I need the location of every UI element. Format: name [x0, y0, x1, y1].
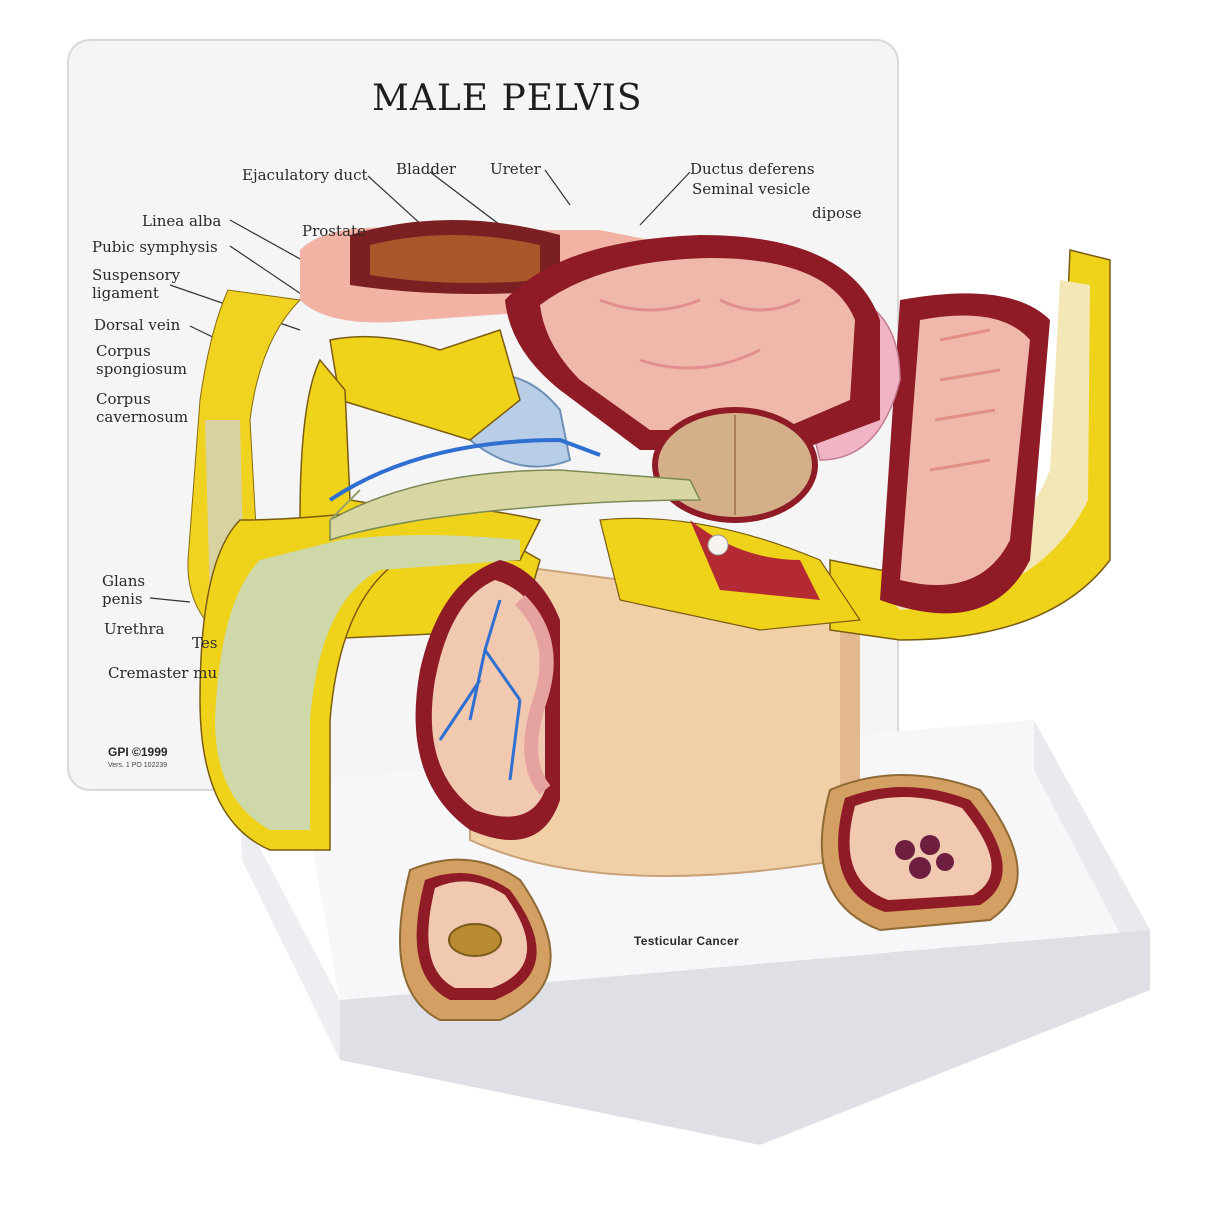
label-suspensory-line2: ligament — [92, 284, 159, 302]
label-glans-line2: penis — [102, 590, 143, 608]
label-cremaster-partial: Cremaster mu — [108, 664, 218, 682]
label-corpus-cavernosum-line2: cavernosum — [96, 408, 189, 426]
base-left-side — [240, 810, 340, 1060]
pelvis-model — [199, 235, 1111, 877]
label-ureter: Ureter — [490, 160, 541, 178]
card-title: MALE PELVIS — [372, 78, 643, 119]
label-prostate: Prostate — [302, 222, 366, 240]
label-corpus-cavernosum-line1: Corpus — [96, 390, 151, 408]
label-corpus-spongiosum-line2: spongiosum — [96, 360, 188, 378]
label-linea-alba: Linea alba — [142, 212, 222, 230]
label-ductus-deferens: Ductus deferens — [690, 160, 815, 178]
base-label: Testicular Cancer — [634, 934, 739, 948]
label-ejaculatory-duct: Ejaculatory duct — [242, 166, 368, 184]
testis-section-left — [399, 858, 552, 1021]
card-version: Vers. 1 PO 102239 — [108, 762, 168, 769]
label-bladder: Bladder — [396, 160, 457, 178]
label-urethra: Urethra — [104, 620, 165, 638]
base-right-side — [1034, 720, 1150, 990]
label-dorsal-vein: Dorsal vein — [94, 316, 181, 334]
label-glans-line1: Glans — [102, 572, 146, 590]
label-adipose: dipose — [812, 204, 862, 222]
label-testis-partial: Tes — [192, 634, 218, 652]
label-suspensory-line1: Suspensory — [92, 266, 181, 284]
testis-section-right — [820, 774, 1019, 932]
label-pubic-symphysis: Pubic symphysis — [92, 238, 218, 256]
card-copyright: GPI ©1999 — [108, 745, 168, 759]
label-seminal-vesicle: Seminal vesicle — [692, 180, 811, 198]
label-corpus-spongiosum-line1: Corpus — [96, 342, 151, 360]
